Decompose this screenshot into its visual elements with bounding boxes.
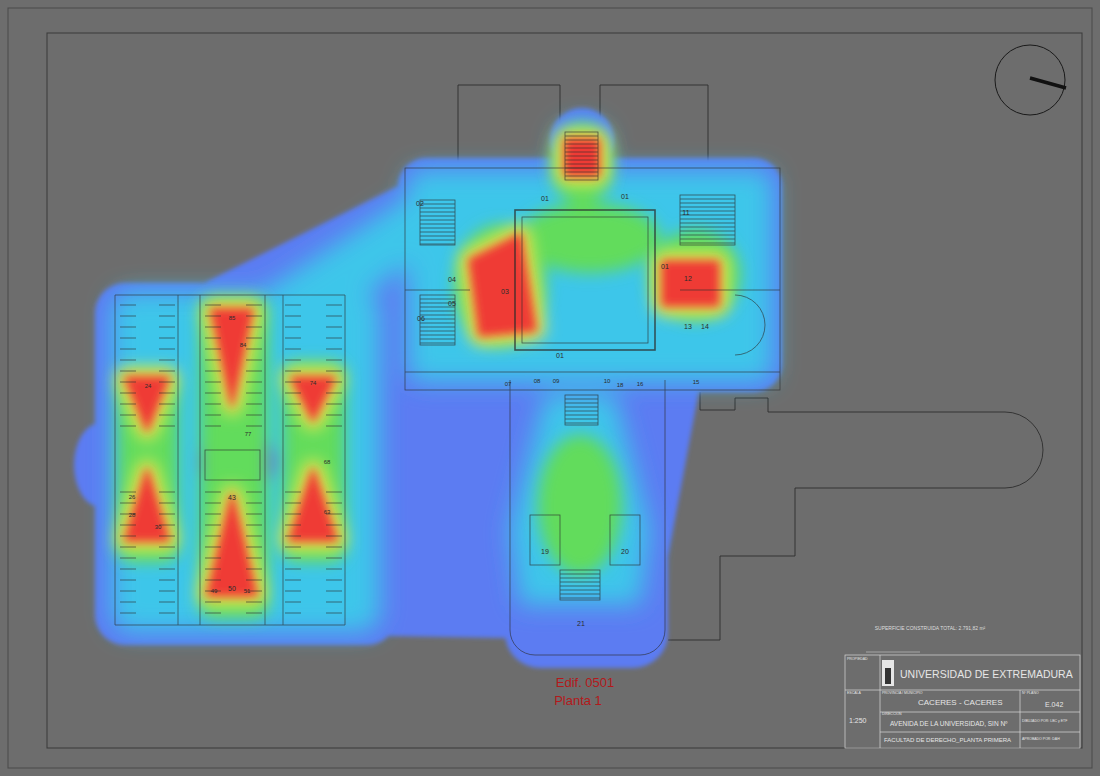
room-number: 30 — [155, 524, 162, 530]
room-number: 03 — [501, 288, 509, 295]
title-block-cell: UNIVERSIDAD DE EXTREMADURA — [900, 669, 1073, 680]
title-block-cell: AVENIDA DE LA UNIVERSIDAD, SIN Nº — [890, 721, 1007, 728]
room-number: 85 — [229, 315, 236, 321]
room-number: 08 — [534, 378, 541, 384]
room-number: 14 — [701, 323, 709, 330]
drawing-frame — [47, 33, 1082, 748]
room-number: 68 — [324, 459, 331, 465]
floor-plan-lines — [115, 132, 780, 655]
title-block-cell: Nº PLANO — [1022, 692, 1039, 696]
room-number: 74 — [310, 380, 317, 386]
university-logo-mark — [885, 668, 891, 684]
building-caption: Edif. 0501 — [556, 676, 615, 689]
area-note: SUPERFICIE CONSTRUIDA TOTAL: 2.791,82 m² — [875, 626, 986, 631]
room-number: 43 — [228, 494, 236, 501]
room-number: 06 — [417, 315, 425, 322]
north-arrow — [995, 45, 1065, 115]
room-number: 13 — [684, 323, 692, 330]
room-number: 49 — [211, 588, 218, 594]
title-block-cell: CACERES - CACERES — [918, 699, 1002, 707]
room-number: 16 — [637, 381, 644, 387]
room-number: 02 — [416, 200, 424, 207]
room-number: 26 — [129, 494, 136, 500]
university-logo — [882, 660, 894, 686]
title-block — [845, 655, 1080, 748]
room-number: 84 — [240, 342, 247, 348]
room-number: 19 — [541, 548, 549, 555]
north-needle — [1030, 78, 1066, 88]
building-caption: Planta 1 — [554, 694, 602, 707]
room-number: 63 — [324, 509, 331, 515]
title-block-cell: FACULTAD DE DERECHO_PLANTA PRIMERA — [884, 737, 1011, 743]
title-block-cell: PROPIEDAD — [847, 658, 868, 662]
wifi-heatmap — [74, 108, 782, 668]
room-number: 01 — [541, 195, 549, 202]
title-block-cell: ESCALA — [847, 692, 861, 696]
room-number: 28 — [129, 512, 136, 518]
room-number: 21 — [577, 620, 585, 627]
title-block-cell: 1:250 — [849, 717, 867, 724]
title-block-cell: DIBUJADO POR: LBC y ETF — [1022, 720, 1067, 724]
room-number: 20 — [621, 548, 629, 555]
room-number: 18 — [617, 382, 624, 388]
room-number: 07 — [505, 381, 512, 387]
room-number: 01 — [556, 352, 564, 359]
room-number: 10 — [604, 378, 611, 384]
room-number: 01 — [621, 193, 629, 200]
plan-outline — [80, 85, 1043, 640]
room-number: 04 — [448, 276, 456, 283]
scale-bar — [866, 652, 920, 653]
room-number: 50 — [228, 585, 236, 592]
title-block-cell: PROVINCIA / MUNICIPIO — [882, 692, 922, 696]
room-number: 15 — [693, 379, 700, 385]
room-number: 01 — [661, 263, 669, 270]
room-number: 77 — [245, 431, 252, 437]
room-number: 51 — [244, 588, 251, 594]
title-block-cell: E.042 — [1045, 701, 1063, 708]
title-block-cell: APROBADO POR: DAH — [1022, 738, 1060, 742]
sheet-border — [8, 8, 1092, 768]
room-number: 12 — [684, 275, 692, 282]
room-number: 11 — [682, 209, 689, 216]
room-number: 24 — [145, 383, 152, 389]
room-number: 05 — [448, 300, 456, 307]
title-block-cell: DIRECCION — [882, 713, 902, 717]
room-number: 09 — [553, 378, 560, 384]
